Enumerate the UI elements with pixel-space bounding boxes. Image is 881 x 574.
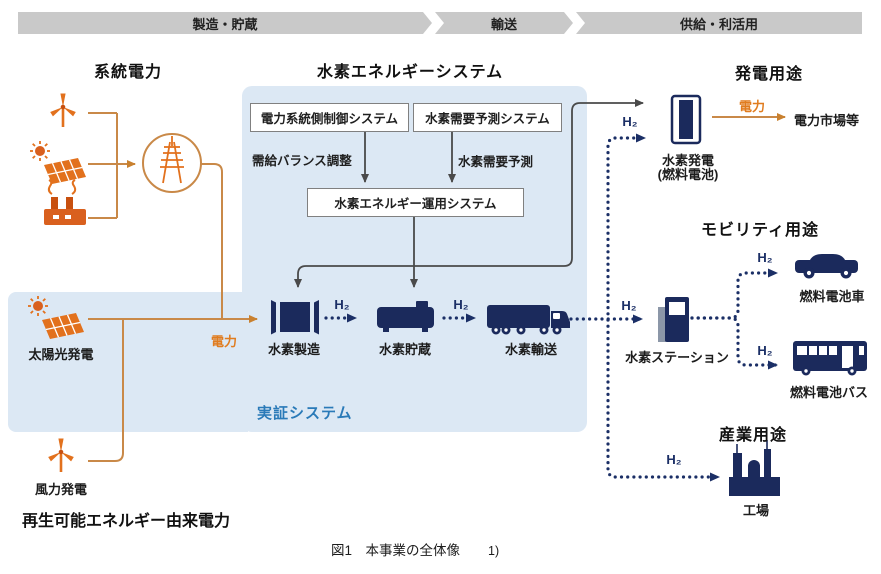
phase-segment-supply-use: 供給・利活用: [576, 12, 862, 34]
caption-ref: 1): [488, 544, 500, 558]
h2-label: H₂: [757, 250, 773, 265]
label-h2-demand-forecast: 水素需要予測: [458, 155, 534, 169]
renewable-power-panel: [8, 292, 248, 432]
wind-turbine-icon: [48, 92, 78, 129]
electrolyzer-icon: [271, 300, 319, 335]
h2-truck-icon: [487, 305, 570, 335]
transmission-tower-icon: [142, 133, 202, 193]
factory-icon: [729, 440, 780, 496]
fuel-cell-car-icon: [795, 254, 858, 279]
label-supply-demand-balance: 需給バランス調整: [252, 154, 352, 168]
solar-panel-icon: [27, 295, 85, 340]
box-h2-demand-forecast-system: 水素需要予測システム: [413, 103, 562, 132]
h2-label: H₂: [334, 297, 350, 312]
h2-label: H₂: [621, 298, 637, 313]
phase-segment-transport: 輸送: [435, 12, 573, 34]
caption-text: 図1 本事業の全体像: [331, 543, 461, 558]
label-h2-production: 水素製造: [267, 342, 321, 357]
label-fuel-cell-car: 燃料電池車: [799, 289, 865, 304]
title-grid-power: 系統電力: [93, 64, 163, 81]
label-factory: 工場: [742, 503, 770, 518]
power-label: 電力: [738, 99, 766, 114]
figure-caption: 図1 本事業の全体像 1): [331, 539, 499, 559]
h2-label: H₂: [757, 343, 773, 358]
box-h2-energy-operation-system: 水素エネルギー運用システム: [307, 188, 524, 217]
label-power-market: 電力市場等: [794, 113, 860, 128]
h2-label: H₂: [622, 114, 638, 129]
title-power-generation-use: 発電用途: [734, 66, 804, 83]
label-h2-transport: 水素輸送: [504, 342, 558, 357]
grid-power-lines: [88, 112, 258, 462]
label-wind-power: 風力発電: [34, 482, 88, 497]
label-fuel-cell-sub: (燃料電池): [657, 167, 719, 182]
wind-turbine-icon: [46, 437, 76, 474]
title-hydrogen-energy-system: 水素エネルギーシステム: [316, 64, 504, 81]
phase-segment-manufacturing-storage: 製造・貯蔵: [18, 12, 432, 34]
solar-panel-icon: [29, 140, 87, 185]
label-h2-station: 水素ステーション: [625, 350, 729, 365]
h2-tank-icon: [377, 301, 434, 332]
title-mobility-use: モビリティ用途: [700, 222, 820, 239]
h2-label: H₂: [453, 297, 469, 312]
fuel-cell-icon: [670, 94, 702, 145]
label-fuel-cell-bus: 燃料電池バス: [789, 385, 869, 400]
title-industrial-use: 産業用途: [718, 427, 788, 444]
fuel-cell-bus-icon: [793, 341, 867, 376]
label-h2-storage: 水素貯蔵: [378, 342, 432, 357]
h2-flow-dotted-lines: [324, 133, 778, 482]
label-h2-power-generation: 水素発電: [661, 153, 715, 168]
label-solar-power: 太陽光発電: [28, 347, 94, 362]
label-renewable-power: 再生可能エネルギー由来電力: [22, 513, 231, 530]
label-demo-system: 実証システム: [257, 405, 353, 422]
thermal-plant-icon: [44, 179, 86, 225]
power-label: 電力: [210, 334, 238, 349]
control-flow-arrows: [294, 99, 644, 288]
h2-label: H₂: [666, 452, 682, 467]
h2-station-icon: [658, 297, 689, 342]
phase-bar: 製造・貯蔵 輸送 供給・利活用: [18, 12, 862, 34]
box-grid-side-control-system: 電力系統側制御システム: [250, 103, 409, 132]
